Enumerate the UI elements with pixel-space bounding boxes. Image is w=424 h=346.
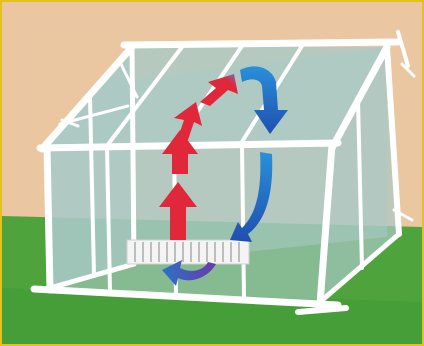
heater-icon: [127, 240, 249, 264]
greenhouse-illustration: [2, 2, 422, 344]
